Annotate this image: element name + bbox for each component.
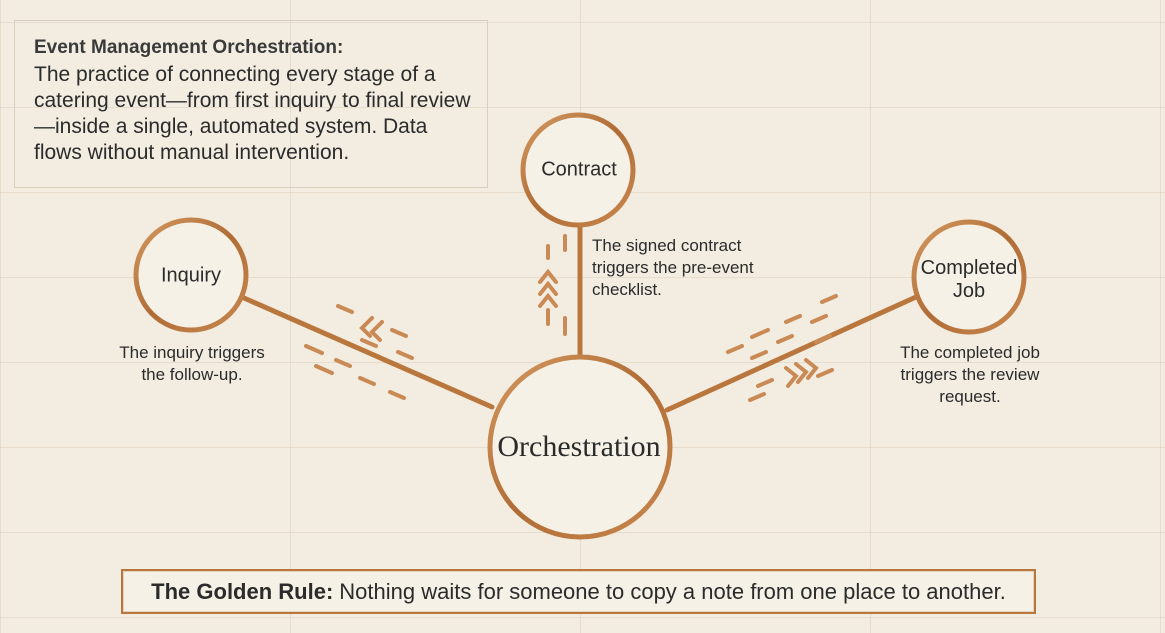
caption-contract-line1: The signed contract: [592, 236, 742, 255]
connector-inquiry: [241, 295, 495, 410]
node-orchestration-circle: [487, 354, 673, 540]
golden-rule-box: The Golden Rule: Nothing waits for someo…: [121, 569, 1036, 614]
caption-completed-line3: request.: [939, 387, 1001, 406]
caption-inquiry: The inquiry triggers the follow-up.: [112, 342, 272, 386]
caption-contract-line3: checklist.: [592, 280, 662, 299]
definition-body: The practice of connecting every stage o…: [34, 63, 471, 164]
golden-rule-text: Nothing waits for someone to copy a note…: [339, 578, 1006, 604]
node-contract-circle: [520, 112, 636, 228]
caption-completed-line2: triggers the review: [900, 365, 1040, 384]
node-completed-label-line1: Completed: [920, 257, 1018, 279]
node-completed-label-line2: Job: [952, 280, 986, 302]
node-contract-label: Contract: [541, 158, 617, 181]
node-inquiry-circle: [133, 217, 249, 333]
flow-arrows-completed: [726, 294, 838, 402]
definition-box: Event Management Orchestration: The prac…: [14, 20, 488, 188]
caption-contract: The signed contract triggers the pre-eve…: [592, 235, 754, 301]
flow-arrows-inquiry: [304, 304, 414, 400]
node-completed-label: Completed Job: [921, 257, 1018, 303]
definition-title: Event Management Orchestration:: [34, 37, 344, 58]
caption-inquiry-line1: The inquiry triggers: [119, 343, 265, 362]
caption-completed-line1: The completed job: [900, 343, 1040, 362]
connector-completed: [664, 294, 919, 413]
flow-arrows-contract: [538, 234, 567, 336]
caption-inquiry-line2: the follow-up.: [141, 365, 243, 384]
node-orchestration-label: Orchestration: [497, 430, 661, 463]
caption-contract-line2: triggers the pre-event: [592, 258, 754, 277]
golden-rule-label: The Golden Rule:: [151, 578, 334, 604]
node-inquiry-label: Inquiry: [160, 264, 222, 287]
node-completed-circle: [911, 219, 1027, 335]
caption-completed: The completed job triggers the review re…: [885, 342, 1055, 408]
